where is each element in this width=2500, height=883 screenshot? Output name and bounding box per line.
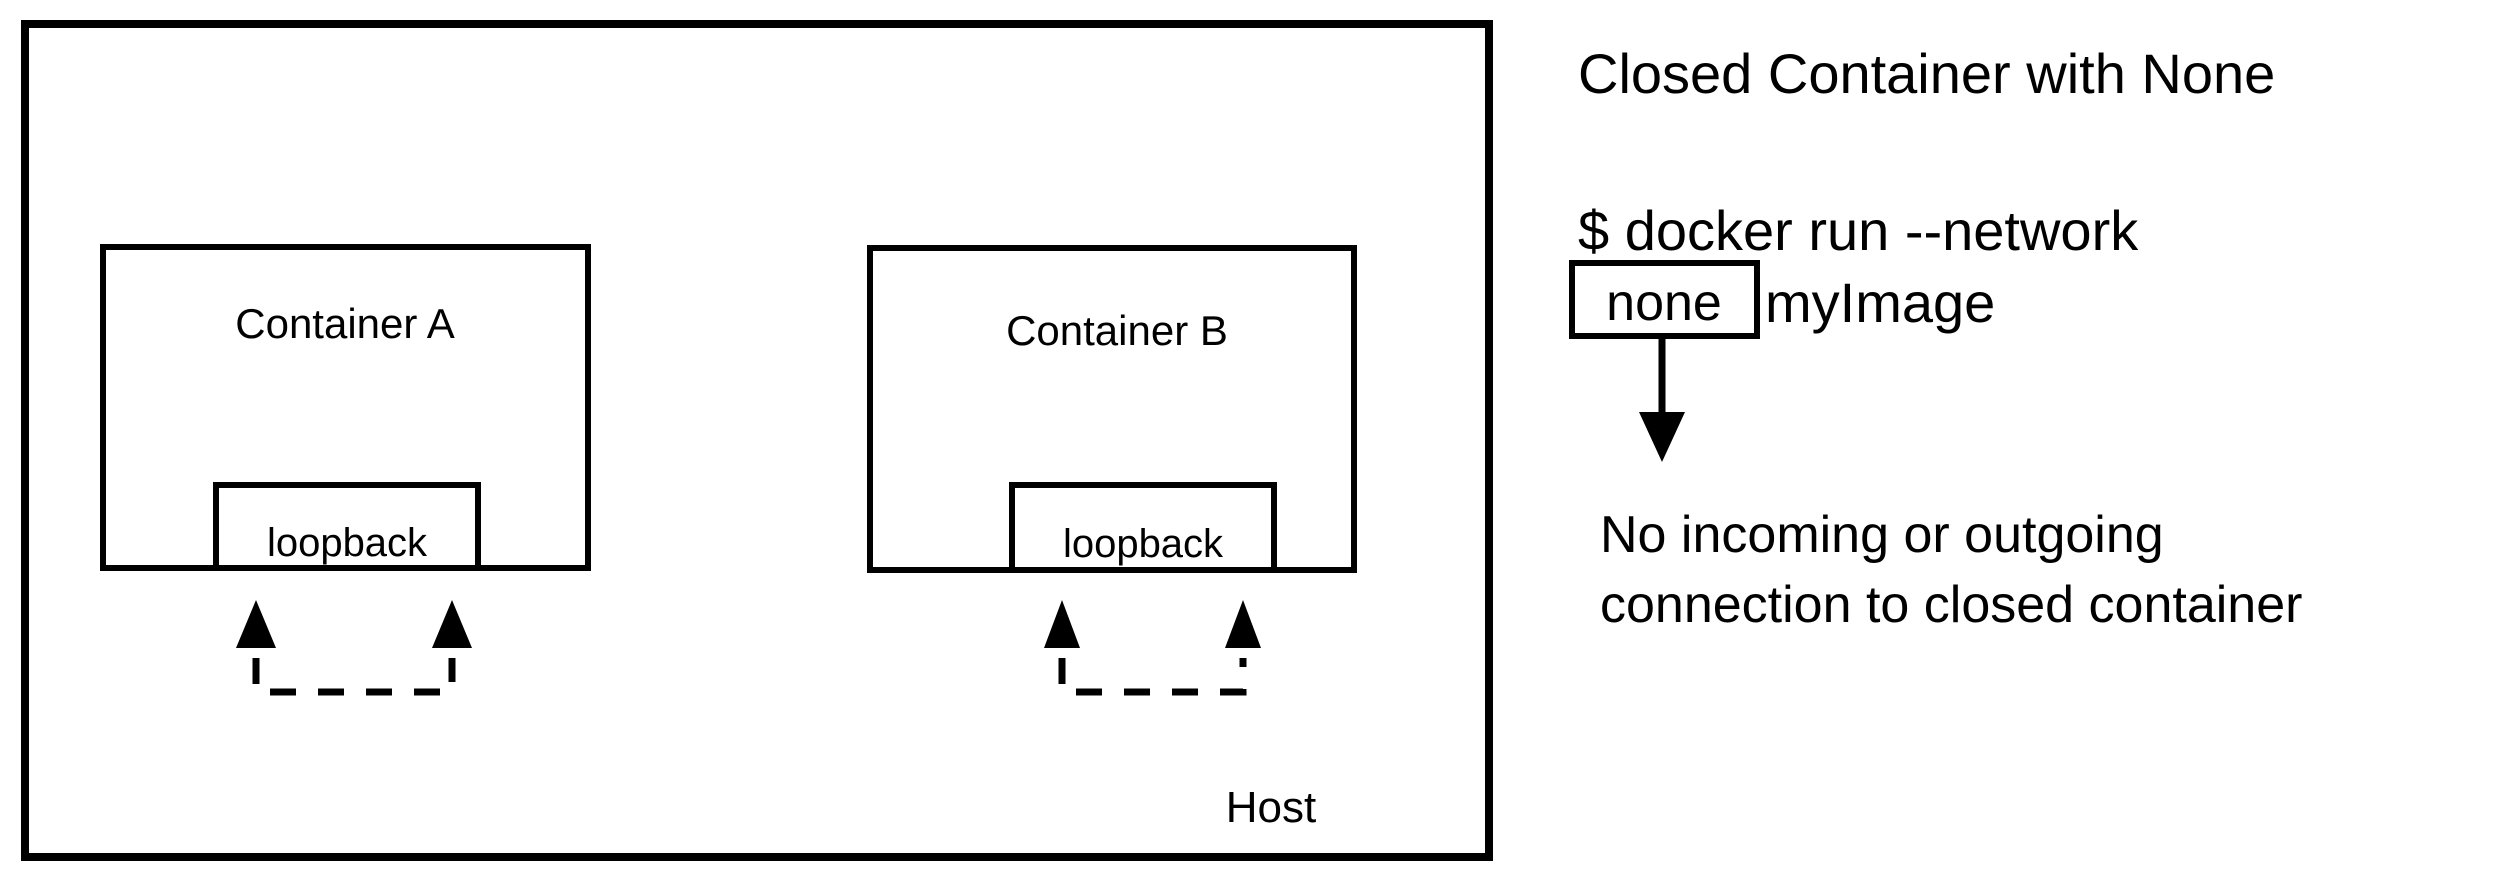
container-b-label: Container B: [1006, 307, 1228, 354]
container-a-loop-arrow-right-icon: [432, 600, 472, 648]
none-arrow-head-icon: [1639, 412, 1685, 462]
container-b-loopback-box: [1009, 482, 1277, 573]
command-line-1: $ docker run --network: [1578, 199, 2139, 262]
container-b-loopback-label: loopback: [1063, 522, 1224, 566]
container-a-loopback-box: [213, 482, 481, 571]
note-line-1: No incoming or outgoing: [1600, 506, 2164, 564]
host-label: Host: [1226, 783, 1316, 832]
container-b-loop-arrow-left-icon: [1044, 600, 1080, 648]
container-a-loop-arrow-left-icon: [236, 600, 276, 648]
container-a-loop-dashed-path: [252, 658, 456, 696]
container-a-box: [100, 244, 591, 571]
container-a-label: Container A: [235, 300, 454, 347]
panel-title: Closed Container with None: [1578, 42, 2275, 105]
container-b-loop-dashed-path: [1058, 658, 1247, 696]
none-value-label: none: [1606, 274, 1722, 332]
container-b-loop-arrow-right-icon: [1225, 600, 1261, 648]
host-box: [21, 20, 1493, 861]
container-a-loopback-label: loopback: [267, 521, 428, 565]
command-image-label: myImage: [1765, 271, 1995, 334]
note-line-2: connection to closed container: [1600, 576, 2302, 634]
